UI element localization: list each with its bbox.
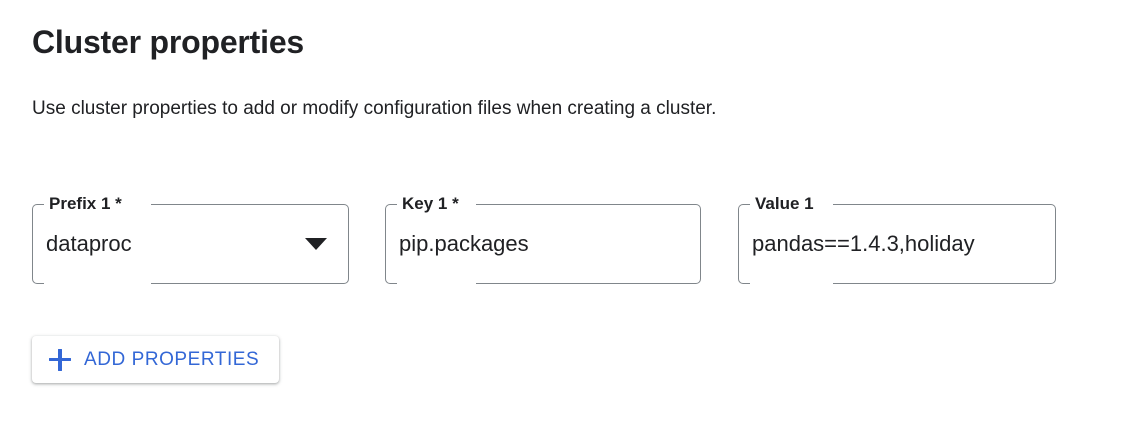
value-field-label: Value 1 bbox=[750, 195, 819, 213]
value-text-field[interactable]: Value 1 pandas==1.4.3,holiday bbox=[738, 195, 1056, 284]
plus-icon bbox=[49, 348, 71, 371]
value-field-value[interactable]: pandas==1.4.3,holiday bbox=[752, 231, 975, 256]
chevron-down-icon[interactable] bbox=[305, 238, 327, 250]
key-field-label: Key 1 * bbox=[397, 195, 464, 213]
prefix-field-label: Prefix 1 * bbox=[44, 195, 127, 213]
prefix-field-value[interactable]: dataproc bbox=[46, 231, 132, 256]
page-subtitle: Use cluster properties to add or modify … bbox=[32, 98, 717, 119]
prefix-select-field[interactable]: Prefix 1 * dataproc bbox=[32, 195, 349, 284]
add-properties-button-label: ADD PROPERTIES bbox=[84, 348, 260, 370]
page-title: Cluster properties bbox=[32, 24, 305, 60]
cluster-properties-row: Prefix 1 * dataproc Key 1 * pip.packages… bbox=[0, 192, 1122, 292]
key-text-field[interactable]: Key 1 * pip.packages bbox=[385, 195, 701, 284]
key-field-value[interactable]: pip.packages bbox=[399, 231, 529, 256]
add-properties-button[interactable]: ADD PROPERTIES bbox=[32, 336, 280, 383]
